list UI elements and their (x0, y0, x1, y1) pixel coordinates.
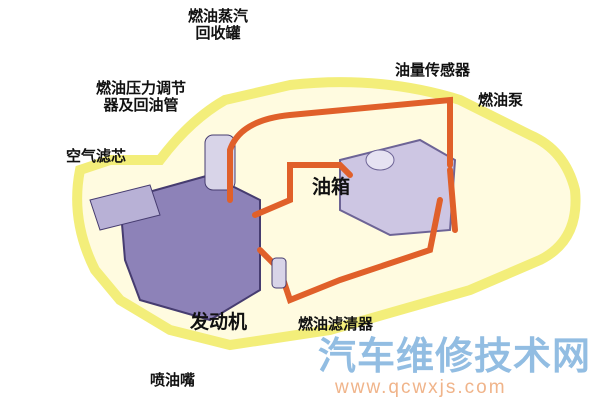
label-fuel-filter: 燃油滤清器 (298, 315, 374, 333)
fuel-filter-part (271, 257, 287, 289)
fuel-tank (339, 138, 457, 237)
label-vapor-canister: 燃油蒸汽 回收罐 (188, 8, 248, 42)
label-fuel-tank: 油箱 (312, 176, 351, 198)
label-engine: 发动机 (190, 311, 248, 333)
label-line: 器及回油管 (103, 96, 179, 114)
label-fuel-level-sensor: 油量传感器 (395, 61, 471, 79)
label-fuel-pump: 燃油泵 (478, 91, 524, 109)
engine-block (89, 134, 261, 322)
watermark-text: 汽车维修技术网 (318, 334, 592, 378)
label-line: 燃油压力调节 (96, 79, 187, 97)
label-line: 燃油蒸汽 (188, 7, 249, 25)
label-pressure-regulator: 燃油压力调节 器及回油管 (96, 80, 186, 114)
label-injectors: 喷油嘴 (150, 371, 196, 389)
label-line: 回收罐 (195, 24, 241, 42)
label-air-filter: 空气滤芯 (66, 147, 127, 165)
watermark-url: www.qcwxjs.com (335, 377, 507, 398)
